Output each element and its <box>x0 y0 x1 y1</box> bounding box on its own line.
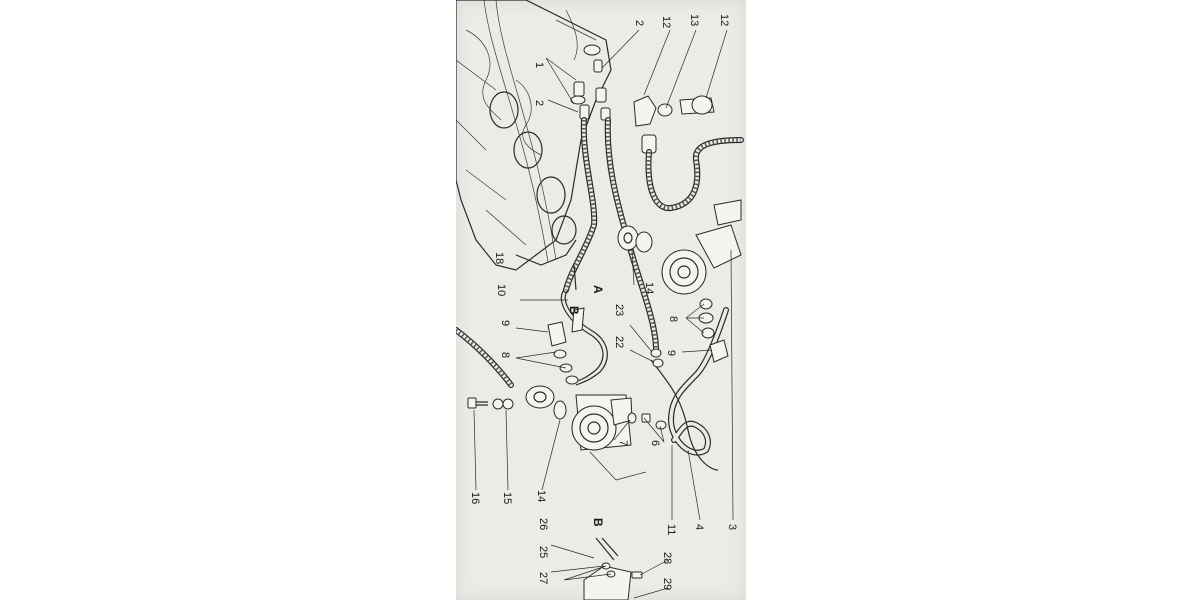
callout-15: 15 <box>501 492 513 504</box>
callout-16: 16 <box>469 492 481 504</box>
left-washers <box>547 307 585 385</box>
callout-29: 29 <box>661 578 673 590</box>
callout-B-low: B <box>591 518 605 527</box>
callout-8-right: 8 <box>667 316 679 322</box>
callout-B-main: B <box>567 306 581 315</box>
callout-14-low: 14 <box>535 490 547 502</box>
callout-25: 25 <box>537 546 549 558</box>
callout-labels: 2 12 13 12 1 2 18 10 A B 9 8 14 23 22 8 … <box>469 14 738 590</box>
callout-A: A <box>591 285 605 294</box>
bottom-bracket <box>583 537 643 600</box>
rigid-pipes <box>560 264 719 471</box>
left-bolts <box>467 397 514 410</box>
right-washers <box>650 298 729 368</box>
callout-26: 26 <box>537 518 549 530</box>
callout-12-a: 12 <box>660 16 672 28</box>
callout-23: 23 <box>613 304 625 316</box>
callout-9-left: 9 <box>499 320 511 326</box>
callout-22: 22 <box>613 336 625 348</box>
callout-2-top: 2 <box>633 20 645 26</box>
callout-18: 18 <box>493 252 505 264</box>
callout-1: 1 <box>533 62 545 68</box>
callout-8-left: 8 <box>499 352 511 358</box>
callout-6: 6 <box>649 440 661 446</box>
callout-9-right: 9 <box>665 350 677 356</box>
callout-4: 4 <box>693 524 705 530</box>
callout-7: 7 <box>617 440 629 446</box>
callout-28: 28 <box>661 552 673 564</box>
callout-2-mid: 2 <box>533 100 545 106</box>
leader-lines <box>473 29 734 599</box>
turbocharger-lower <box>525 385 667 451</box>
engine-block <box>456 0 612 271</box>
callout-12-b: 12 <box>718 14 730 26</box>
turbocharger-upper <box>617 199 742 295</box>
callout-14-mid: 14 <box>643 282 655 294</box>
braided-hoses <box>456 117 744 456</box>
top-fittings <box>570 44 715 154</box>
callout-11: 11 <box>665 524 677 535</box>
callout-10: 10 <box>495 284 507 296</box>
callout-27: 27 <box>537 572 549 584</box>
diagram-sheet: 2 12 13 12 1 2 18 10 A B 9 8 14 23 22 8 … <box>456 0 746 600</box>
callout-3: 3 <box>726 524 738 530</box>
callout-13: 13 <box>688 14 700 26</box>
exploded-parts-diagram: 2 12 13 12 1 2 18 10 A B 9 8 14 23 22 8 … <box>456 0 744 600</box>
